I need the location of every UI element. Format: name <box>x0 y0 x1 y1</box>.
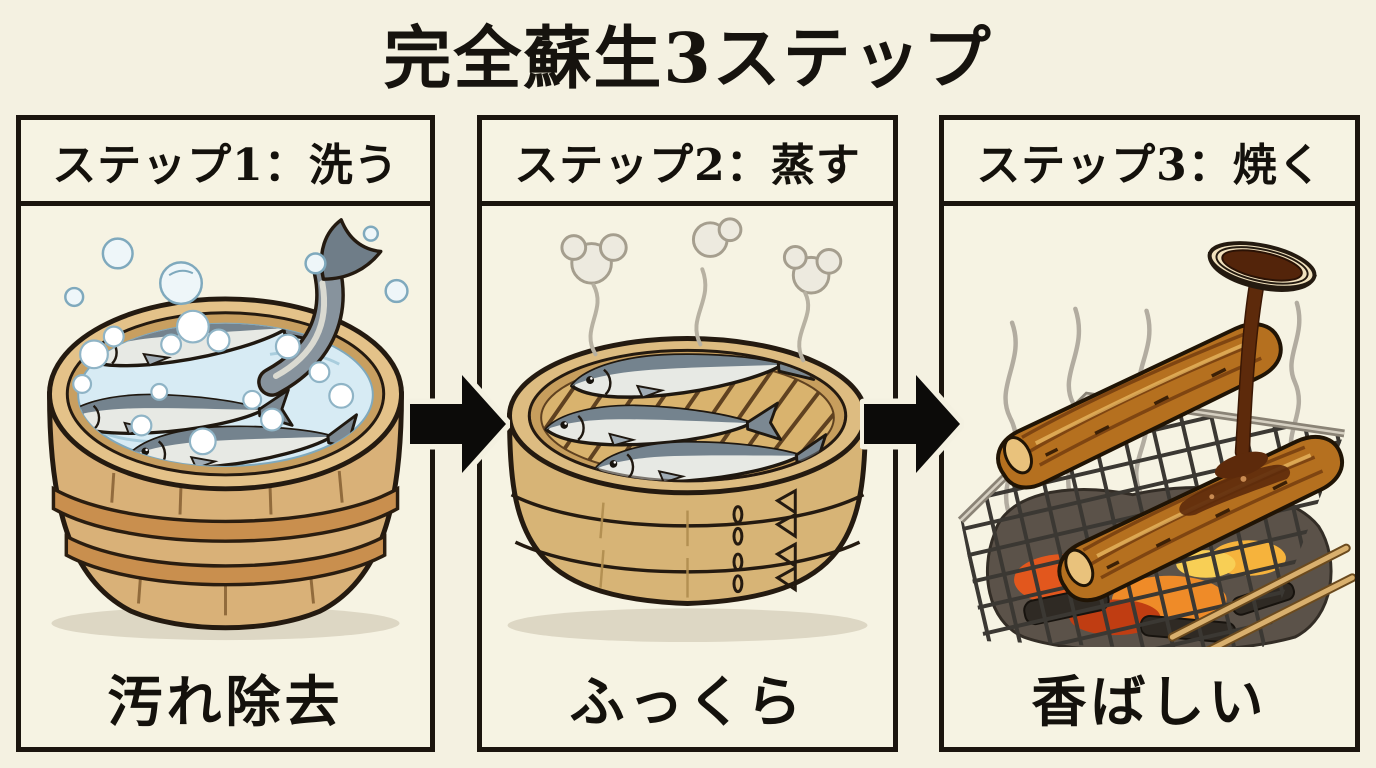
sauce-splash <box>1214 451 1269 479</box>
skewers-icon <box>1167 543 1355 647</box>
step-3-caption: 香ばしい <box>1031 670 1268 734</box>
bamboo-clips <box>732 488 797 594</box>
arrow-right-icon-2 <box>860 369 964 479</box>
foam-bubbles <box>72 309 355 456</box>
steam-wisps-icon <box>588 267 811 363</box>
air-bubbles-icon <box>64 225 409 308</box>
arrow-right-icon-1 <box>406 369 510 479</box>
step-2-caption: ふっくら <box>569 670 806 734</box>
step-1-header: ステップ1：洗う <box>21 120 430 206</box>
tub-hoop-lower <box>64 533 387 587</box>
step-2-header: ステップ2：蒸す <box>482 120 893 206</box>
step-2-illustration <box>482 206 893 647</box>
step-3-illustration <box>944 206 1355 647</box>
step-panel-2: ステップ2：蒸す <box>477 115 898 752</box>
step-3-header: ステップ3：焼く <box>944 120 1355 206</box>
charcoal-grill-illustration <box>957 241 1355 647</box>
arching-fish <box>257 218 383 397</box>
wash-tub-illustration <box>47 218 409 641</box>
grilled-eel-2 <box>1057 435 1344 603</box>
step-1-caption: 汚れ除去 <box>107 670 344 734</box>
page-title: 完全蘇生3ステップ <box>383 18 993 99</box>
bamboo-steamer-illustration <box>507 217 868 643</box>
steamer-shadow <box>507 608 868 643</box>
sauce-bowl-icon <box>1207 241 1317 292</box>
step-panel-1: ステップ1：洗う <box>16 115 435 752</box>
step-1-illustration <box>21 206 430 647</box>
tub-hoop-upper <box>51 485 400 543</box>
step-panel-3: ステップ3：焼く <box>939 115 1360 752</box>
grilled-eel-1 <box>996 322 1283 490</box>
sauce-glaze <box>1179 464 1291 516</box>
steam-cloud-icon <box>560 217 843 295</box>
